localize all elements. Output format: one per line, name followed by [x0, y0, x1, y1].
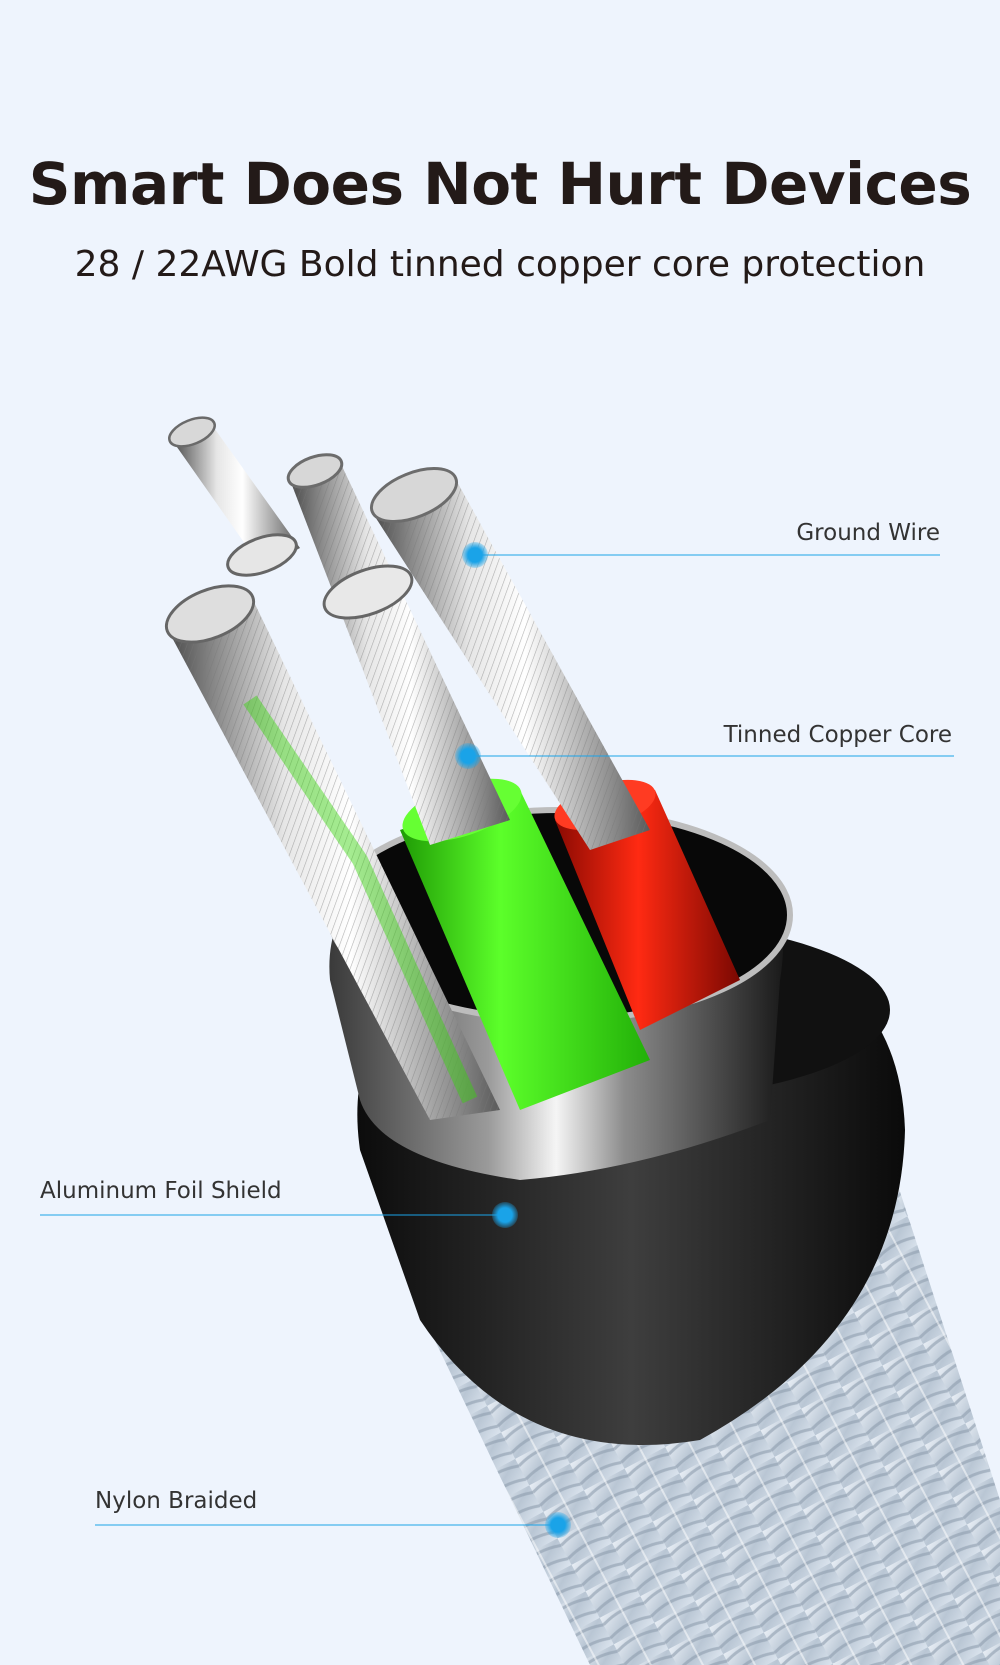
callout-leaders: [40, 554, 954, 1526]
callout-tinned-copper-core: Tinned Copper Core: [723, 722, 952, 748]
tinned-copper-core-strands: [286, 453, 510, 845]
left-strand-bundle: [164, 584, 500, 1120]
nylon-braided-marker-dot: [545, 1512, 571, 1538]
aluminum-foil-shield-marker-dot: [492, 1202, 518, 1228]
callout-nylon-braided: Nylon Braided: [95, 1488, 258, 1514]
ground-wire-strands: [369, 467, 650, 850]
callout-aluminum-foil-shield: Aluminum Foil Shield: [40, 1178, 282, 1204]
page-title: Smart Does Not Hurt Devices: [28, 150, 972, 218]
tinned-copper-core-marker-dot: [455, 743, 481, 769]
ground-wire-marker-dot: [462, 542, 488, 568]
page-subtitle: 28 / 22AWG Bold tinned copper core prote…: [74, 244, 926, 285]
callout-ground-wire: Ground Wire: [796, 520, 940, 546]
back-thin-strand: [168, 416, 300, 577]
